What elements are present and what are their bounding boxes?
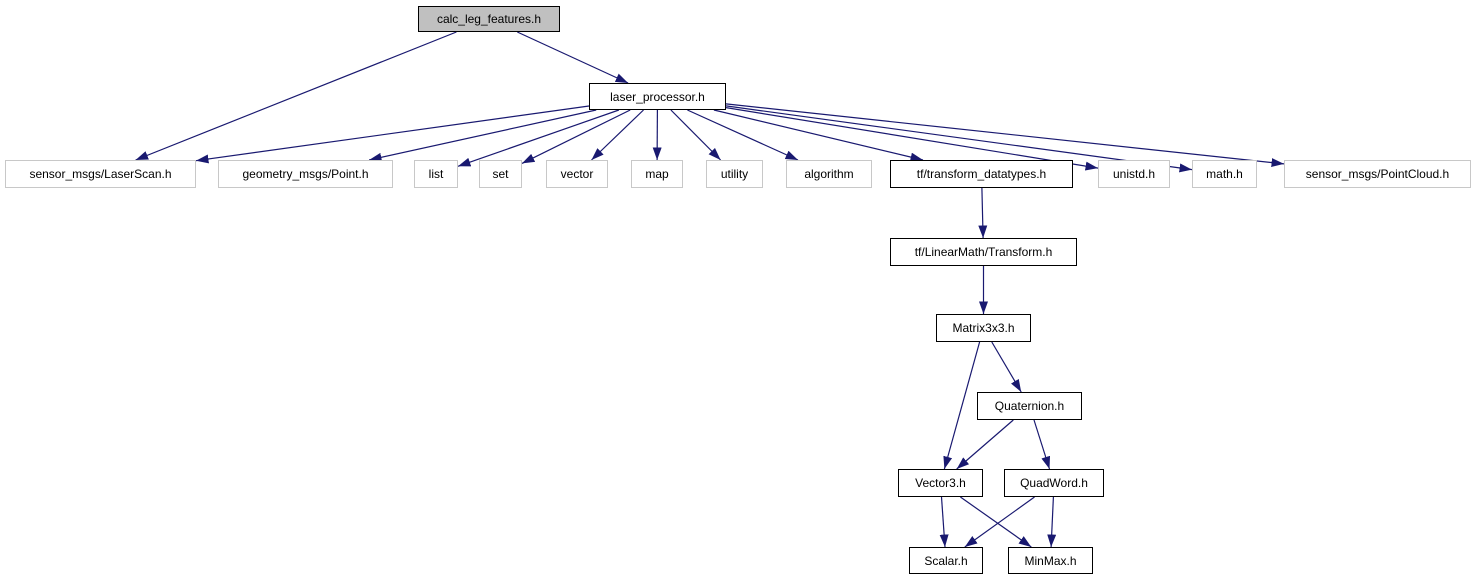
edge-laser-processor--unistd [725,107,1099,171]
edge-laser-processor--list [457,109,620,167]
graph-node-unistd: unistd.h [1098,160,1170,188]
edge-laser-processor--math [725,105,1193,173]
edge-laser-processor--vector [591,109,644,161]
graph-node-quaternion[interactable]: Quaternion.h [977,392,1082,420]
graph-node-map: map [631,160,683,188]
graph-node-label: Quaternion.h [994,399,1065,413]
edge-quadword--scalar [964,496,1035,548]
graph-node-scalar[interactable]: Scalar.h [909,547,983,574]
graph-node-label: tf/LinearMath/Transform.h [914,245,1053,259]
graph-node-label: laser_processor.h [610,89,705,104]
graph-node-label: utility [720,167,749,181]
edge-quadword--minmax [1047,496,1057,548]
edge-calc-leg-features--sensor-msgs-laserscan [135,31,457,161]
edge-calc-leg-features--laser-processor [517,31,629,84]
edge-matrix3x3--quaternion [991,341,1022,393]
edge-quaternion--vector3 [956,419,1014,470]
graph-node-label: sensor_msgs/PointCloud.h [1305,167,1450,181]
graph-node-laser-processor[interactable]: laser_processor.h [589,83,726,110]
graph-node-algorithm: algorithm [786,160,872,188]
graph-node-label: map [645,167,669,181]
graph-node-label: Scalar.h [924,553,968,568]
graph-node-list: list [414,160,458,188]
edge-laser-processor--set [521,109,631,164]
edge-quaternion--quadword [1033,419,1051,470]
graph-node-label: list [428,167,444,181]
edge-laser-processor--tf-transform-datatypes [713,109,924,162]
graph-node-quadword[interactable]: QuadWord.h [1004,469,1104,497]
graph-node-label: set [492,167,509,181]
graph-node-label: tf/transform_datatypes.h [916,167,1047,181]
graph-node-label: Vector3.h [915,476,966,490]
graph-node-minmax[interactable]: MinMax.h [1008,547,1093,574]
graph-node-label: unistd.h [1112,167,1156,181]
graph-node-tf-linearmath-transform[interactable]: tf/LinearMath/Transform.h [890,238,1077,266]
edge-tf-transform-datatypes--tf-linearmath-transform [978,187,988,239]
graph-node-geometry-msgs-point: geometry_msgs/Point.h [218,160,393,188]
edge-laser-processor--algorithm [687,109,799,161]
graph-node-tf-transform-datatypes[interactable]: tf/transform_datatypes.h [890,160,1073,188]
edge-laser-processor--sensor-msgs-laserscan [195,105,590,164]
graph-node-calc-leg-features: calc_leg_features.h [418,6,560,32]
graph-node-label: algorithm [804,167,854,181]
graph-node-label: math.h [1206,167,1243,181]
graph-node-utility: utility [706,160,763,188]
edge-vector3--minmax [960,496,1032,548]
graph-node-sensor-msgs-pointcloud: sensor_msgs/PointCloud.h [1284,160,1471,188]
graph-node-matrix3x3[interactable]: Matrix3x3.h [936,314,1031,342]
graph-node-label: sensor_msgs/LaserScan.h [29,167,172,181]
edge-matrix3x3--vector3 [943,341,981,470]
graph-node-label: geometry_msgs/Point.h [242,167,369,181]
graph-node-label: QuadWord.h [1020,476,1088,490]
graph-node-vector: vector [546,160,608,188]
edge-group [135,31,1285,548]
graph-node-label: vector [560,167,594,181]
graph-node-label: calc_leg_features.h [436,12,542,26]
edge-laser-processor--sensor-msgs-pointcloud [725,103,1285,168]
graph-node-label: MinMax.h [1024,553,1077,568]
graph-node-label: Matrix3x3.h [952,321,1015,335]
graph-node-math: math.h [1192,160,1257,188]
edge-laser-processor--utility [670,109,722,161]
graph-node-set: set [479,160,522,188]
graph-node-vector3[interactable]: Vector3.h [898,469,983,497]
graph-node-sensor-msgs-laserscan: sensor_msgs/LaserScan.h [5,160,196,188]
edge-laser-processor--geometry-msgs-point [368,109,597,162]
edge-vector3--scalar [939,496,949,548]
